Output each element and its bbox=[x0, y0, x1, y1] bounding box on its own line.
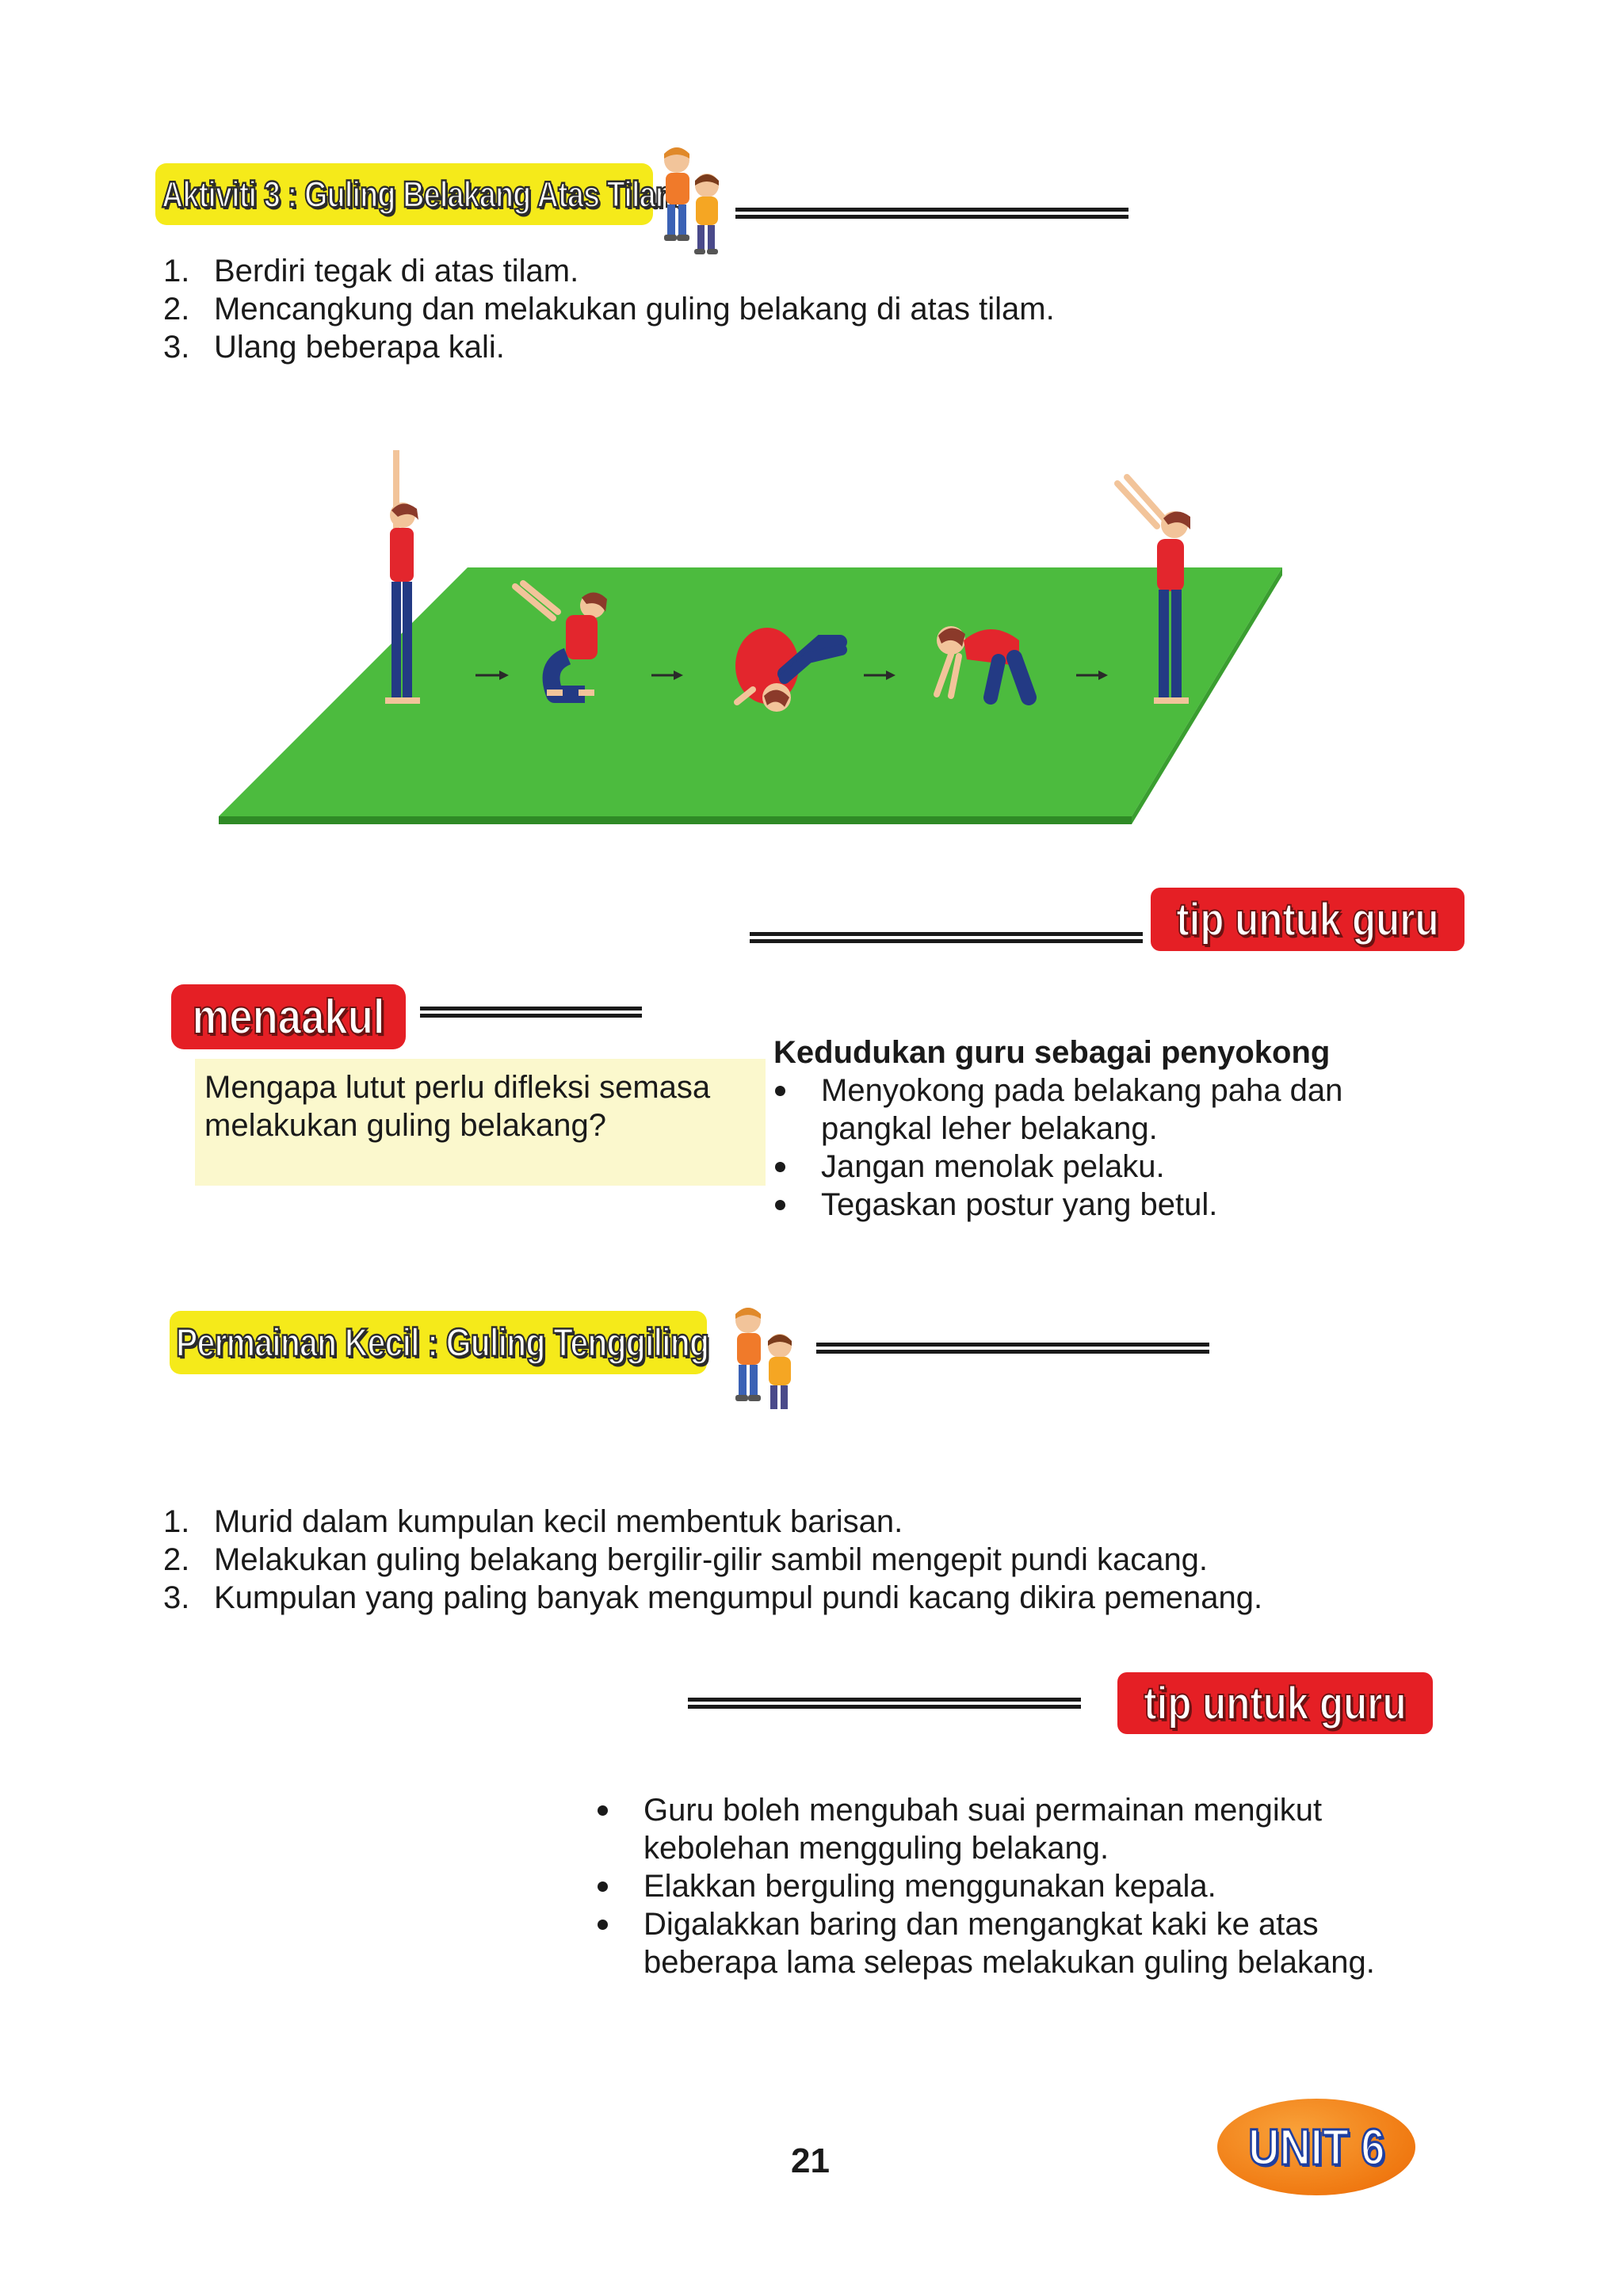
list-item: Elakkan berguling menggunakan kepala. bbox=[594, 1867, 1545, 1905]
menaakul-banner: menaakul bbox=[171, 984, 406, 1049]
list-item: Tegaskan postur yang betul. bbox=[772, 1186, 1564, 1224]
game-title: Permainan Kecil : Guling Tenggiling bbox=[175, 1320, 710, 1366]
kids-illustration-icon bbox=[735, 1308, 792, 1409]
figure-finish-icon bbox=[1114, 474, 1190, 704]
menaakul-question-panel bbox=[195, 1059, 766, 1186]
kids-illustration-icon bbox=[664, 147, 719, 254]
figure-rising-icon bbox=[934, 626, 1037, 705]
list-item: 3.Kumpulan yang paling banyak mengumpul … bbox=[163, 1580, 1263, 1615]
menaakul-question: Mengapa lutut perlu difleksi semasa mela… bbox=[204, 1070, 711, 1143]
game-title-banner: Permainan Kecil : Guling Tenggiling bbox=[170, 1311, 710, 1374]
list-item: 2.Melakukan guling belakang bergilir-gil… bbox=[163, 1542, 1209, 1577]
list-item: Guru boleh mengubah suai permainan mengi… bbox=[594, 1791, 1545, 1867]
unit-label: UNIT 6 bbox=[1247, 2118, 1386, 2177]
unit-badge: UNIT 6 bbox=[1217, 2099, 1415, 2195]
tip1-label: tip untuk guru bbox=[1175, 893, 1439, 946]
list-item: 2.Mencangkung dan melakukan guling belak… bbox=[163, 292, 1055, 327]
tip1-rule bbox=[750, 932, 1143, 943]
figure-squat-icon bbox=[512, 580, 607, 703]
tip1-heading: Kedudukan guru sebagai penyokong bbox=[773, 1035, 1331, 1070]
list-item: Digalakkan baring dan mengangkat kaki ke… bbox=[594, 1905, 1545, 1981]
tip2-points: Guru boleh mengubah suai permainan mengi… bbox=[594, 1791, 1545, 1981]
activity-steps: 1.Berdiri tegak di atas tilam. 2.Mencang… bbox=[163, 252, 1352, 366]
activity-title: Aktiviti 3 : Guling Belakang Atas Tilam bbox=[161, 173, 682, 216]
bullet-icon bbox=[775, 1200, 785, 1210]
tip2-rule bbox=[688, 1698, 1081, 1709]
bullet-icon bbox=[598, 1805, 608, 1816]
game-title-rule bbox=[816, 1343, 1209, 1354]
activity-title-banner: Aktiviti 3 : Guling Belakang Atas Tilam bbox=[155, 163, 682, 225]
figure-rolling-icon bbox=[734, 628, 847, 712]
bullet-icon bbox=[775, 1086, 785, 1096]
list-item: 3.Ulang beberapa kali. bbox=[163, 330, 505, 365]
list-item: Jangan menolak pelaku. bbox=[772, 1148, 1564, 1186]
tip2-label: tip untuk guru bbox=[1143, 1677, 1407, 1730]
activity-title-rule bbox=[735, 208, 1128, 219]
list-item: 1.Murid dalam kumpulan kecil membentuk b… bbox=[163, 1504, 903, 1539]
figure-standing-icon bbox=[385, 450, 420, 704]
bullet-icon bbox=[775, 1162, 785, 1172]
page-number: 21 bbox=[791, 2141, 830, 2180]
list-item: 1.Berdiri tegak di atas tilam. bbox=[163, 254, 579, 288]
menaakul-rule bbox=[420, 1007, 642, 1018]
bullet-icon bbox=[598, 1881, 608, 1892]
tip1-banner: tip untuk guru bbox=[1151, 888, 1465, 951]
bullet-icon bbox=[598, 1920, 608, 1930]
tip2-banner: tip untuk guru bbox=[1117, 1672, 1433, 1734]
menaakul-label: menaakul bbox=[192, 989, 386, 1045]
game-steps: 1.Murid dalam kumpulan kecil membentuk b… bbox=[163, 1503, 1431, 1617]
backward-roll-illustration bbox=[219, 450, 1282, 824]
